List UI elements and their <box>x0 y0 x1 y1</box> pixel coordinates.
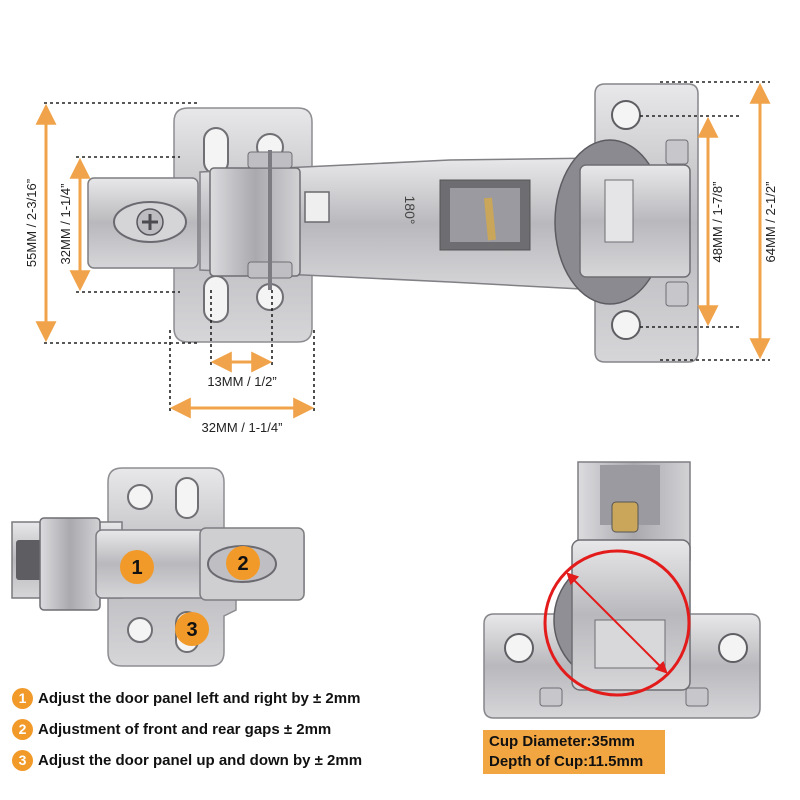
hinge-adjustment-view <box>11 467 305 667</box>
plate-slot <box>203 275 229 323</box>
cup-plate-hole <box>611 100 641 130</box>
legend-text-2: Adjustment of front and rear gaps ± 2mm <box>38 720 332 738</box>
screw-cross <box>142 214 158 230</box>
cup-view-hole-left <box>504 633 534 663</box>
dim-label-48: 48MM / 1-7/8” <box>710 182 725 263</box>
adjust-plate-hole <box>127 617 153 643</box>
adjust-plate-slot <box>175 477 199 519</box>
screw-marker-2-label: 2 <box>237 553 248 575</box>
screw-marker-1-label: 1 <box>131 557 142 579</box>
adjust-plate-hole <box>127 484 153 510</box>
screw-marker-2 <box>226 546 260 580</box>
screw-marker-1 <box>120 550 154 584</box>
dimension-labels: 55MM / 2-3/16” 32MM / 1-1/4” 13MM / 1/2”… <box>24 179 778 435</box>
cup-arm-end <box>579 164 691 278</box>
hinge-cup-view <box>483 461 761 719</box>
cup-pin <box>665 281 689 307</box>
hinge-top-view: 180° <box>87 83 699 363</box>
adjust-knuckle <box>39 517 101 611</box>
cup-view-hole-right <box>718 633 748 663</box>
cup-view-pin <box>539 687 563 707</box>
dim-label-32-bottom: 32MM / 1-1/4” <box>202 420 283 435</box>
adjust-arm-tip <box>16 540 46 580</box>
hinge-stamp-180: 180° <box>402 196 418 225</box>
cup-pin <box>665 139 689 165</box>
cup-diameter-circle <box>543 549 691 697</box>
arm-window-inner <box>450 188 520 242</box>
dimension-arrows <box>35 82 771 419</box>
legend-number-2: 2 <box>12 718 33 740</box>
arm-slot <box>304 191 330 223</box>
dimension-annotations <box>44 81 770 412</box>
cup-spec-box: Cup Diameter:35mm Depth of Cup:11.5mm <box>483 730 665 774</box>
dim-label-32-left: 32MM / 1-1/4” <box>58 184 73 265</box>
legend-item-1: 1 Adjust the door panel left and right b… <box>12 685 472 711</box>
cup-diameter-label: Cup Diameter:35mm <box>489 733 635 750</box>
cup-depth-label: Depth of Cup:11.5mm <box>489 753 644 770</box>
dim-label-64: 64MM / 2-1/2” <box>763 182 778 263</box>
legend-text-3: Adjust the door panel up and down by ± 2… <box>38 751 363 769</box>
screw-markers: 1 2 3 <box>120 546 260 646</box>
dim-label-55: 55MM / 2-3/16” <box>24 179 39 267</box>
screw-marker-3 <box>175 612 209 646</box>
screw-marker-3-label: 3 <box>186 619 197 641</box>
legend-item-3: 3 Adjust the door panel up and down by ±… <box>12 747 472 773</box>
cup-view-spring <box>611 501 639 533</box>
arm-spring <box>484 197 496 241</box>
cup-plate-hole <box>611 310 641 340</box>
knuckle-assembly <box>209 167 301 277</box>
cup-arm-window <box>604 179 634 243</box>
cup-diameter-arrow <box>566 572 668 674</box>
plate-slot <box>203 127 229 175</box>
legend-number-1: 1 <box>12 687 33 709</box>
legend-number-3: 3 <box>12 749 33 771</box>
legend-text-1: Adjust the door panel left and right by … <box>38 689 361 707</box>
cup-view-pin <box>685 687 709 707</box>
legend-item-2: 2 Adjustment of front and rear gaps ± 2m… <box>12 716 472 742</box>
dim-label-13: 13MM / 1/2” <box>207 374 276 389</box>
